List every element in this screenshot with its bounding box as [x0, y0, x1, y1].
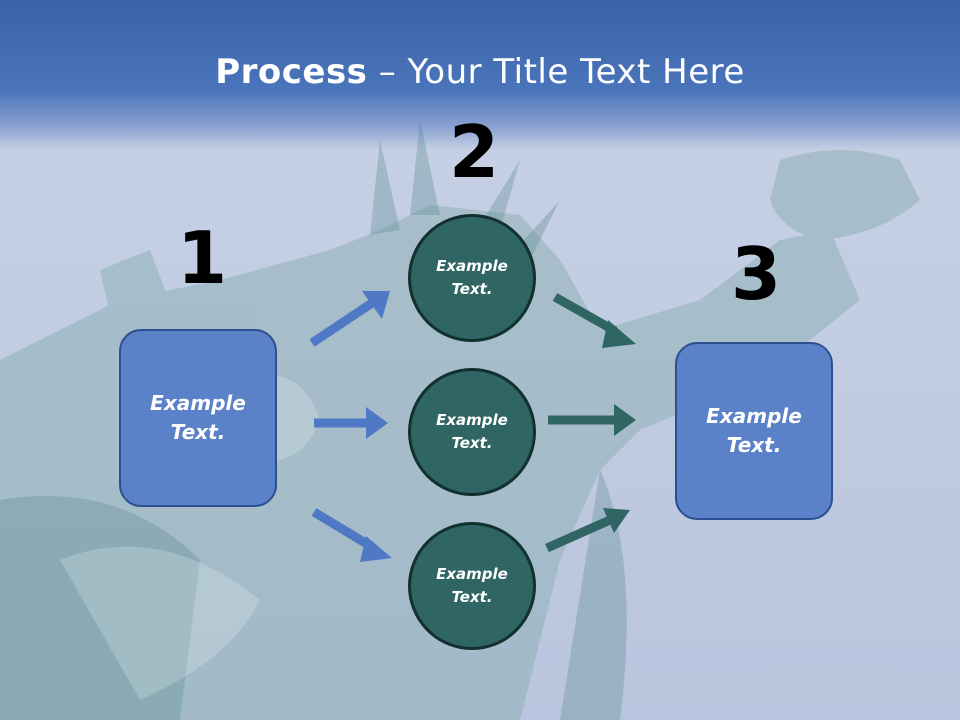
arrow-teal-right: [548, 404, 636, 436]
page-title: Process – Your Title Text Here: [0, 52, 960, 92]
arrow-teal-down: [552, 293, 636, 348]
arrow-blue-up: [309, 291, 390, 347]
step-number-1: 1: [177, 216, 228, 300]
title-rest: – Your Title Text Here: [367, 52, 745, 92]
arrow-blue-right: [314, 407, 388, 439]
step-number-2: 2: [449, 110, 500, 194]
arrow-teal-up: [545, 508, 630, 553]
title-band: [0, 0, 960, 150]
step-number-3: 3: [731, 232, 782, 316]
title-bold: Process: [215, 52, 368, 92]
arrow-blue-down: [311, 508, 392, 562]
